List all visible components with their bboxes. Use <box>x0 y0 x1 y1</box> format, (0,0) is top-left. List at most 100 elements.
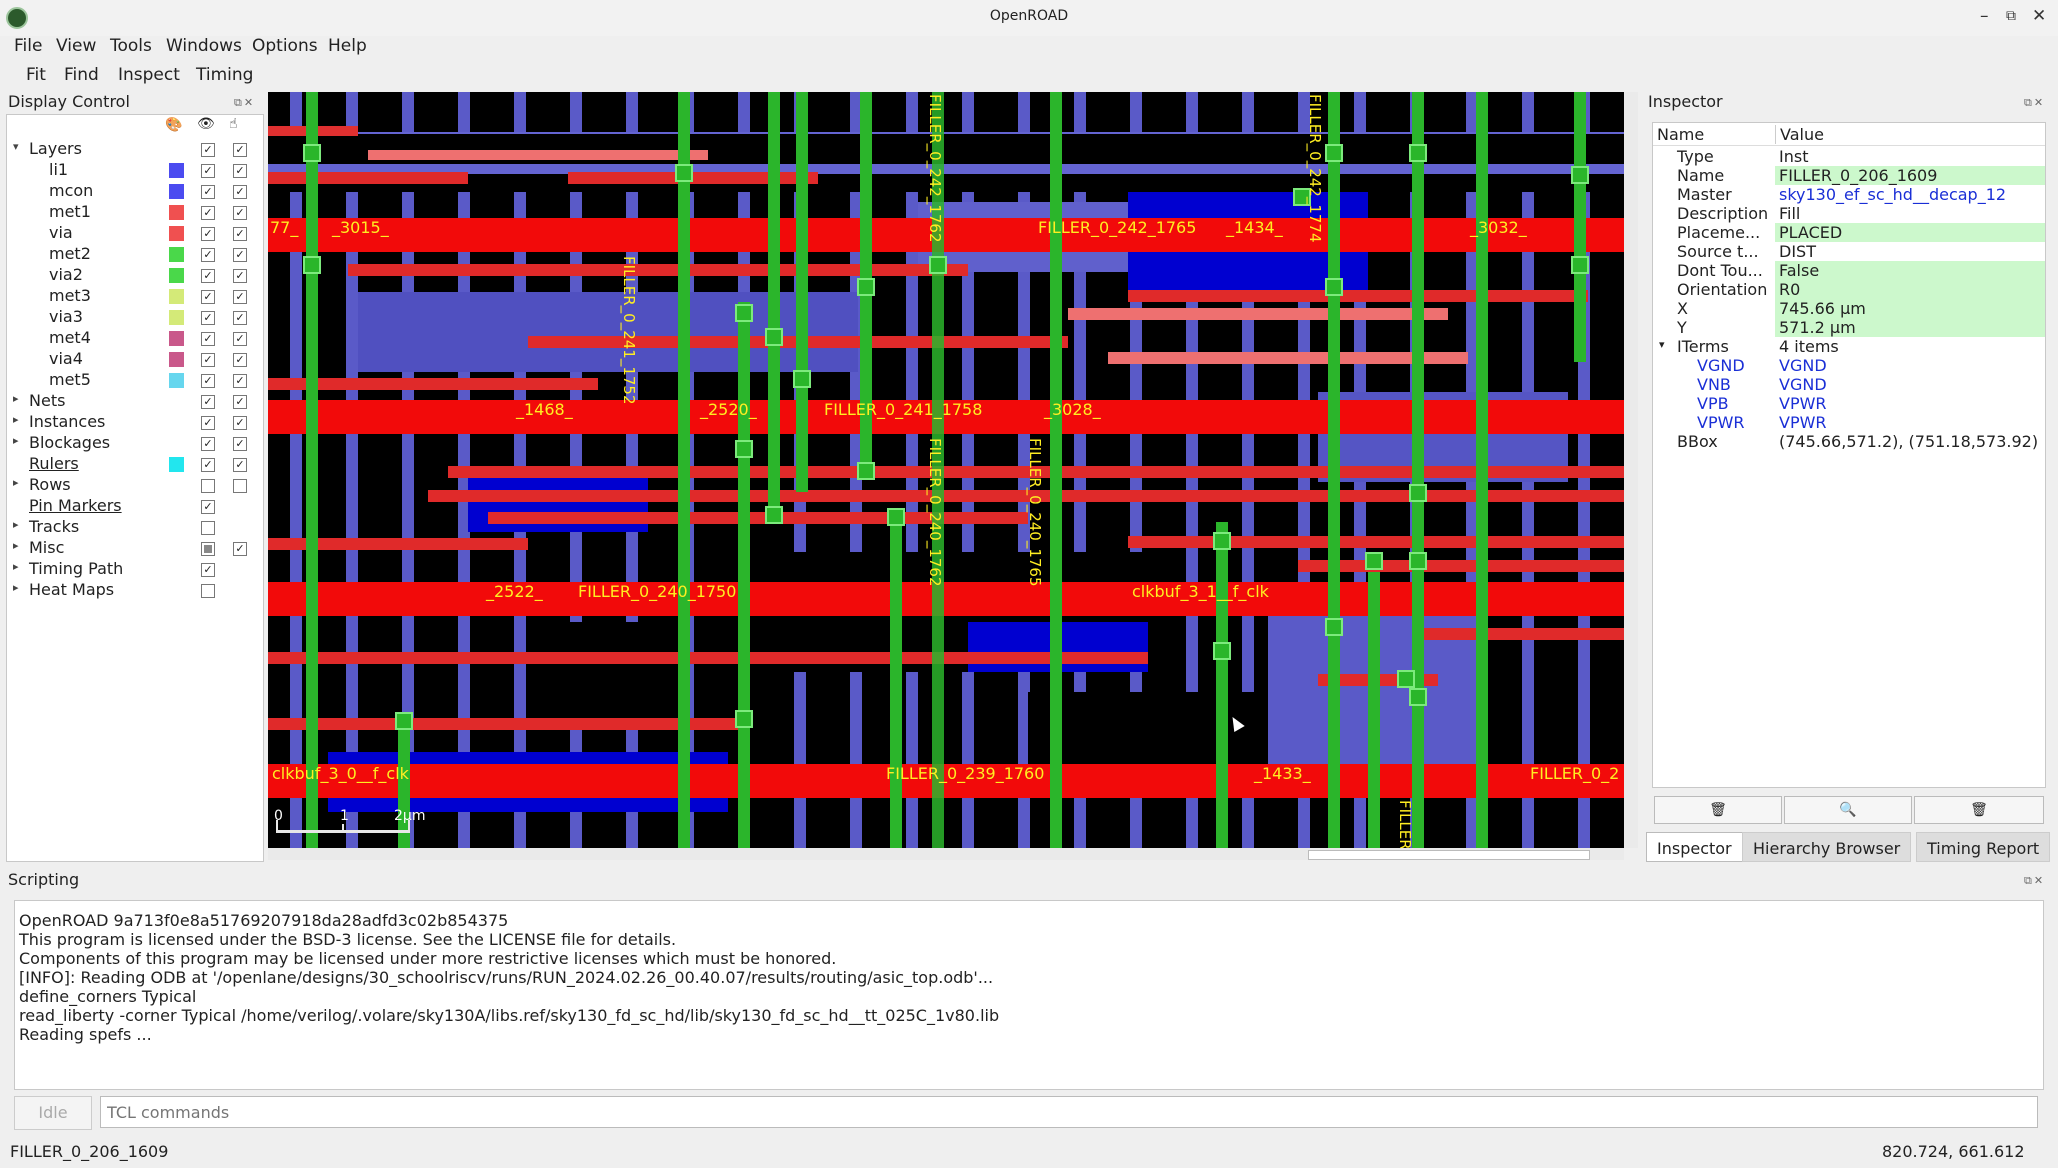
layer-item-via4[interactable]: via4✓✓ <box>7 349 263 370</box>
selectable-checkbox[interactable]: ✓ <box>233 542 247 556</box>
color-swatch[interactable] <box>169 331 184 346</box>
delete-icon[interactable]: 🗑 <box>1654 796 1782 824</box>
visible-checkbox[interactable] <box>201 479 215 493</box>
layer-item-mcon[interactable]: mcon✓✓ <box>7 181 263 202</box>
minimize-icon[interactable]: – <box>1980 6 1989 26</box>
collapse-arrow-icon[interactable]: ▸ <box>13 413 19 426</box>
canvas-hscrollbar[interactable] <box>268 848 1624 860</box>
color-swatch[interactable] <box>169 163 184 178</box>
timing-button[interactable]: Timing <box>196 65 254 85</box>
visible-checkbox[interactable]: ✓ <box>201 269 215 283</box>
menu-file[interactable]: File <box>14 36 43 56</box>
visible-checkbox[interactable]: ✓ <box>201 416 215 430</box>
visible-checkbox[interactable] <box>201 584 215 598</box>
selectable-checkbox[interactable]: ✓ <box>233 395 247 409</box>
color-swatch[interactable] <box>169 184 184 199</box>
collapse-arrow-icon[interactable]: ▸ <box>13 539 19 552</box>
canvas-vscrollbar[interactable] <box>1624 92 1638 848</box>
selectable-checkbox[interactable]: ✓ <box>233 374 247 388</box>
layer-item-via3[interactable]: via3✓✓ <box>7 307 263 328</box>
tree-item-blockages[interactable]: ▸Blockages✓✓ <box>7 433 263 454</box>
tree-item-pin-markers[interactable]: Pin Markers✓ <box>7 496 263 517</box>
color-swatch[interactable] <box>169 310 184 325</box>
visible-checkbox[interactable]: ✓ <box>201 500 215 514</box>
selectable-checkbox[interactable]: ✓ <box>233 227 247 241</box>
visible-checkbox[interactable]: ✓ <box>201 227 215 241</box>
layer-item-met3[interactable]: met3✓✓ <box>7 286 263 307</box>
visible-checkbox[interactable]: ✓ <box>201 311 215 325</box>
selectable-checkbox[interactable]: ✓ <box>233 248 247 262</box>
dock-float-close-icon[interactable]: ⧉✕ <box>234 96 256 109</box>
selectable-checkbox[interactable]: ✓ <box>233 311 247 325</box>
color-swatch[interactable] <box>169 373 184 388</box>
layer-item-met2[interactable]: met2✓✓ <box>7 244 263 265</box>
color-swatch[interactable] <box>169 226 184 241</box>
visible-checkbox[interactable]: ✓ <box>201 437 215 451</box>
restore-icon[interactable]: ⧉ <box>2006 8 2016 24</box>
layer-item-met1[interactable]: met1✓✓ <box>7 202 263 223</box>
layer-item-met4[interactable]: met4✓✓ <box>7 328 263 349</box>
visible-checkbox[interactable]: ✓ <box>201 185 215 199</box>
tree-item-nets[interactable]: ▸Nets✓✓ <box>7 391 263 412</box>
visible-checkbox[interactable]: ✓ <box>201 458 215 472</box>
inspect-button[interactable]: Inspect <box>118 65 180 85</box>
selectable-checkbox[interactable] <box>233 479 247 493</box>
selectable-checkbox[interactable]: ✓ <box>233 269 247 283</box>
layer-item-via[interactable]: via✓✓ <box>7 223 263 244</box>
tree-item-misc[interactable]: ▸Misc✓ <box>7 538 263 559</box>
tree-item-timing-path[interactable]: ▸Timing Path✓ <box>7 559 263 580</box>
visible-checkbox[interactable]: ✓ <box>201 143 215 157</box>
collapse-arrow-icon[interactable]: ▸ <box>13 518 19 531</box>
layer-item-met5[interactable]: met5✓✓ <box>7 370 263 391</box>
tree-item-heat-maps[interactable]: ▸Heat Maps <box>7 580 263 601</box>
layout-canvas[interactable]: 77_ _3015_ FILLER_0_242_1765 _1434_ _303… <box>268 92 1624 848</box>
collapse-arrow-icon[interactable]: ▸ <box>13 392 19 405</box>
color-swatch[interactable] <box>169 205 184 220</box>
tree-item-rows[interactable]: ▸Rows <box>7 475 263 496</box>
tree-item-tracks[interactable]: ▸Tracks <box>7 517 263 538</box>
inspector-value[interactable]: VPWR <box>1779 413 1827 432</box>
collapse-arrow-icon[interactable]: ▸ <box>13 434 19 447</box>
tab-timing-report[interactable]: Timing Report <box>1916 832 2051 862</box>
color-swatch[interactable] <box>169 289 184 304</box>
selectable-checkbox[interactable]: ✓ <box>233 185 247 199</box>
layer-item-li1[interactable]: li1✓✓ <box>7 160 263 181</box>
idle-button[interactable]: Idle <box>14 1096 92 1130</box>
menu-tools[interactable]: Tools <box>110 36 152 56</box>
close-icon[interactable]: ✕ <box>2032 6 2047 26</box>
clear-highlight-icon[interactable]: 🗑 <box>1914 796 2044 824</box>
selectable-checkbox[interactable]: ✓ <box>233 437 247 451</box>
menu-help[interactable]: Help <box>328 36 367 56</box>
tab-inspector[interactable]: Inspector <box>1646 832 1743 862</box>
color-swatch[interactable] <box>169 352 184 367</box>
collapse-arrow-icon[interactable]: ▸ <box>13 476 19 489</box>
inspector-value[interactable]: VPWR <box>1779 394 1827 413</box>
selectable-checkbox[interactable]: ✓ <box>233 164 247 178</box>
visible-checkbox[interactable]: ✓ <box>201 206 215 220</box>
expand-arrow-icon[interactable]: ▾ <box>1659 338 1665 351</box>
tree-item-instances[interactable]: ▸Instances✓✓ <box>7 412 263 433</box>
zoom-to-icon[interactable]: 🔍 <box>1784 796 1912 824</box>
expand-arrow-icon[interactable]: ▾ <box>13 140 19 153</box>
visible-checkbox[interactable] <box>201 521 215 535</box>
inspector-value[interactable]: sky130_ef_sc_hd__decap_12 <box>1779 185 2007 204</box>
visible-checkbox[interactable]: ✓ <box>201 332 215 346</box>
fit-button[interactable]: Fit <box>26 65 46 85</box>
find-button[interactable]: Find <box>64 65 99 85</box>
selectable-checkbox[interactable]: ✓ <box>233 353 247 367</box>
collapse-arrow-icon[interactable]: ▸ <box>13 581 19 594</box>
collapse-arrow-icon[interactable]: ▸ <box>13 560 19 573</box>
selectable-checkbox[interactable]: ✓ <box>233 458 247 472</box>
menu-windows[interactable]: Windows <box>166 36 242 56</box>
tab-hierarchy-browser[interactable]: Hierarchy Browser <box>1742 832 1912 862</box>
selectable-checkbox[interactable]: ✓ <box>233 290 247 304</box>
layer-item-via2[interactable]: via2✓✓ <box>7 265 263 286</box>
color-swatch[interactable] <box>169 457 184 472</box>
visible-checkbox[interactable]: ✓ <box>201 290 215 304</box>
visible-checkbox[interactable]: ✓ <box>201 353 215 367</box>
visible-checkbox[interactable]: ✓ <box>201 395 215 409</box>
